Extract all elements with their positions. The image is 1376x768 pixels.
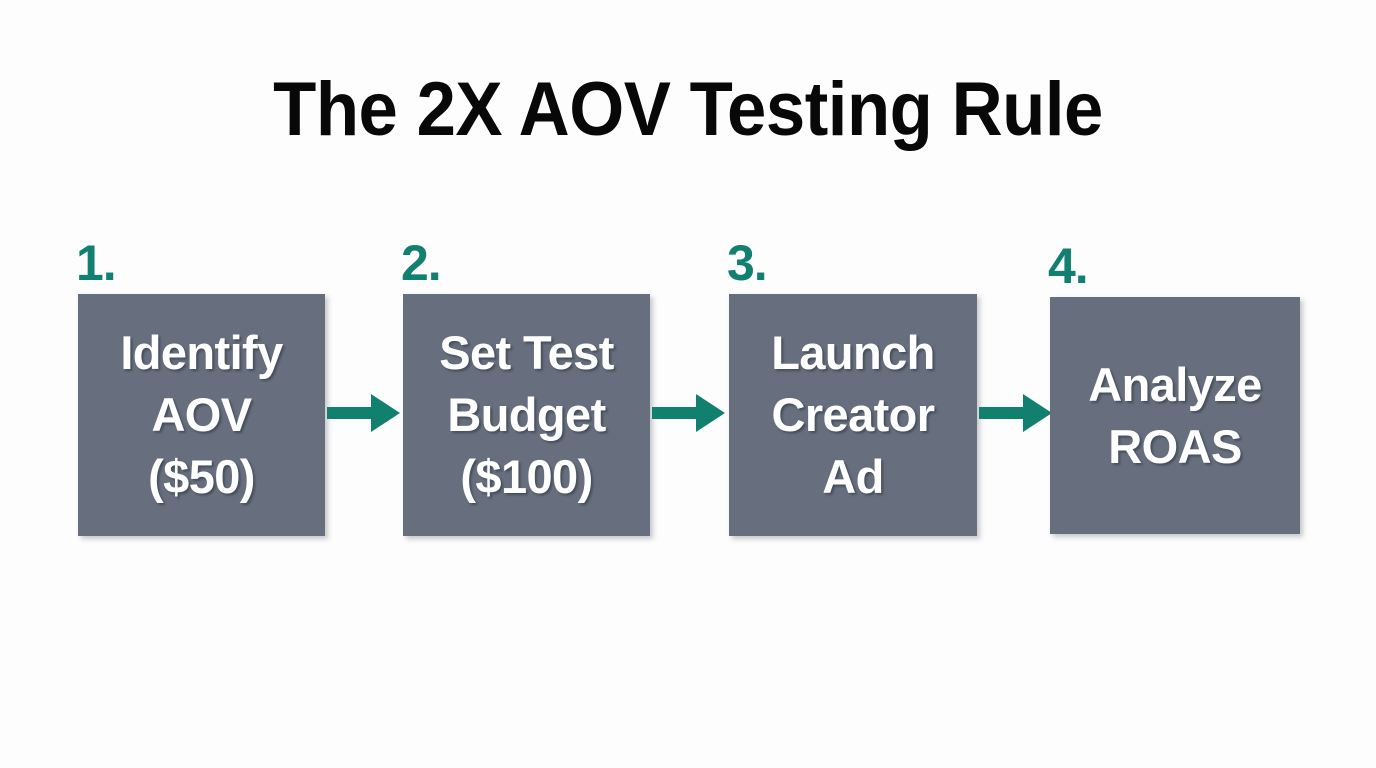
step-number-3: 3.	[727, 235, 768, 291]
arrow-right-icon	[979, 391, 1053, 435]
step-box-4[interactable]: Analyze ROAS	[1050, 297, 1300, 534]
step-number-4: 4.	[1048, 238, 1089, 294]
arrow-right-icon	[327, 391, 401, 435]
page-title: The 2X AOV Testing Rule	[273, 67, 1103, 152]
step-box-4-label: Analyze ROAS	[1088, 357, 1262, 473]
step-box-2[interactable]: Set Test Budget ($100)	[403, 294, 650, 536]
step-box-3-label: Launch Creator Ad	[771, 326, 935, 503]
step-number-2: 2.	[401, 235, 442, 291]
arrow-right-icon	[652, 391, 726, 435]
step-box-1[interactable]: Identify AOV ($50)	[78, 294, 325, 536]
step-number-1: 1.	[76, 235, 117, 291]
step-box-1-label: Identify AOV ($50)	[120, 326, 283, 503]
step-box-3[interactable]: Launch Creator Ad	[729, 294, 977, 536]
step-box-2-label: Set Test Budget ($100)	[439, 326, 614, 503]
